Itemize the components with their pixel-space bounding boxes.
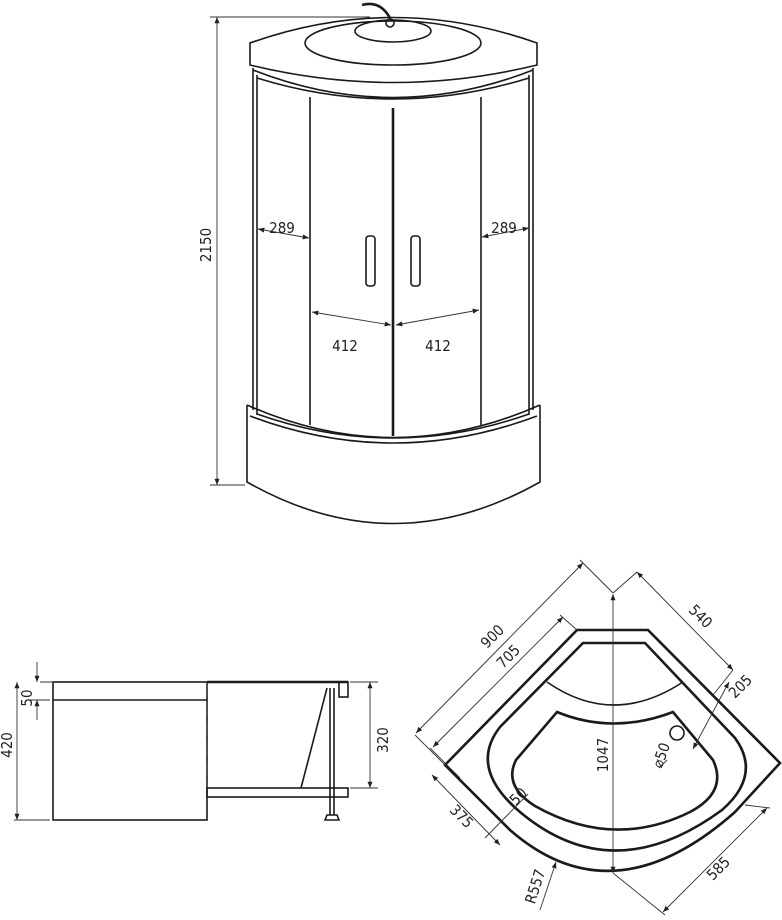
dim-door-right: 412: [425, 337, 451, 355]
door-handle-right: [410, 235, 421, 287]
drain-icon: [669, 725, 685, 741]
dim-side-inner: 705: [493, 641, 524, 672]
dim-rim-width: 50: [506, 784, 531, 809]
tray-inner-rim: [486, 641, 748, 852]
basin: [511, 710, 719, 831]
hose: [361, 2, 392, 19]
panel-bottom-arc: [256, 413, 530, 439]
dim-diagonal: 1047: [594, 738, 612, 772]
dim-side-left: 289: [269, 219, 295, 237]
overhead-shower: [354, 19, 432, 43]
side-view: 420 50 320: [0, 662, 392, 821]
tray-front-panel: [52, 681, 208, 821]
dim-rim: 50: [18, 689, 36, 706]
roof-cap: [249, 16, 538, 84]
tray-rim: [338, 681, 349, 698]
door-handle-left: [365, 235, 376, 287]
adjustable-leg: [323, 688, 341, 821]
dim-left-offset: 375: [446, 801, 477, 832]
frame-right: [528, 68, 534, 415]
dim-radius: R557: [521, 867, 549, 906]
dim-right-c: 585: [703, 853, 734, 884]
dim-right-a: 540: [685, 601, 716, 632]
dim-total-height: 420: [0, 732, 16, 758]
roof-dome: [304, 20, 482, 66]
seat-edge: [546, 681, 684, 706]
dim-side-outer: 900: [477, 621, 508, 652]
dim-tray-depth: 320: [374, 727, 392, 753]
support-frame: [206, 787, 349, 798]
dim-height: 2150: [197, 228, 215, 262]
dim-drain: ⌀50: [649, 740, 675, 770]
dim-side-right: 289: [491, 219, 517, 237]
dim-door-left: 412: [332, 337, 358, 355]
plan-view: 1047 900 705 540 205 ⌀50 375 50 585 R557: [414, 559, 782, 916]
dim-right-b: 205: [725, 671, 756, 702]
frame-top-arc: [252, 69, 534, 100]
front-view: 2150 289 289 412 412: [197, 2, 541, 525]
hose-knob: [385, 18, 395, 28]
frame-left: [252, 68, 258, 415]
